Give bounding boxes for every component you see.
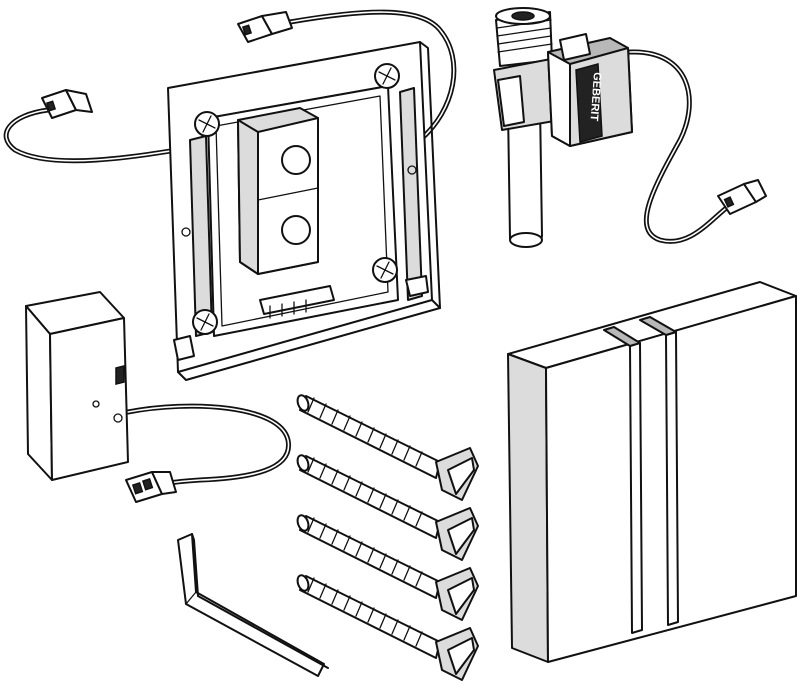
valve-connector <box>717 179 767 215</box>
frame-connector-top <box>237 11 293 43</box>
frame-screw-bottom-right <box>372 257 398 283</box>
mounting-frame <box>3 9 457 381</box>
box-cable <box>125 403 291 503</box>
frame-center-block <box>237 107 319 275</box>
frame-screw-top-left <box>194 111 220 137</box>
valve-cable <box>627 49 767 244</box>
valve-inlet <box>495 7 553 67</box>
electronics-box <box>25 291 291 503</box>
allen-key <box>177 533 329 677</box>
cover-plate-grooves <box>603 316 679 634</box>
frame-connector-left <box>41 89 93 119</box>
cover-plate <box>507 281 797 663</box>
screw-2 <box>296 454 479 561</box>
frame-screw-top-right <box>374 63 400 89</box>
solenoid-valve: GEBERIT <box>493 7 767 248</box>
frame-cable-top <box>237 9 457 143</box>
screw-4 <box>296 574 479 681</box>
valve-coil: GEBERIT <box>547 37 633 147</box>
brand-label: GEBERIT <box>588 72 603 122</box>
screw-3 <box>296 514 479 621</box>
fixing-screws <box>296 394 479 681</box>
screw-1 <box>296 394 479 501</box>
frame-screw-bottom-left <box>192 309 218 335</box>
box-connector <box>125 471 177 503</box>
